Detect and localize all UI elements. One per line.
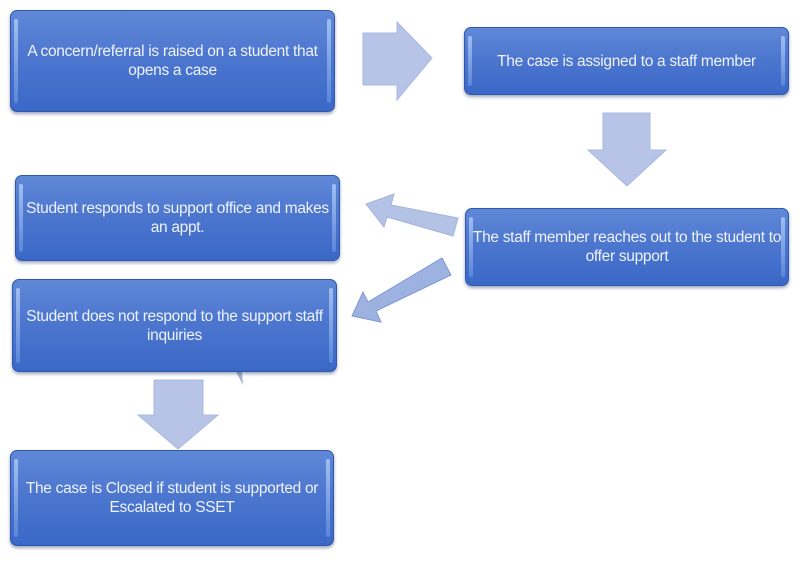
step-label: Student does not respond to the support … <box>26 307 323 344</box>
step-student-responds: Student responds to support office and m… <box>15 175 340 261</box>
step-label: A concern/referral is raised on a studen… <box>27 43 318 79</box>
step-label: The staff member reaches out to the stud… <box>472 229 782 265</box>
step-label: The case is assigned to a staff member <box>497 52 756 70</box>
arrow-no-response-to-closed <box>136 379 220 450</box>
arrow-concern-to-assigned <box>362 20 433 102</box>
step-label: Student responds to support office and m… <box>26 200 329 236</box>
step-label: The case is Closed if student is support… <box>25 480 319 516</box>
step-student-no-response: Student does not respond to the support … <box>12 279 337 372</box>
step-concern-raised: A concern/referral is raised on a studen… <box>10 10 335 112</box>
arrow-reaches-out-to-responds <box>365 193 459 237</box>
stray-shadow-mark <box>236 372 243 385</box>
step-case-assigned: The case is assigned to a staff member <box>464 27 789 95</box>
step-staff-reaches-out: The staff member reaches out to the stud… <box>465 208 789 286</box>
arrow-reaches-out-to-no-response <box>351 257 452 323</box>
step-case-closed-or-escalated: The case is Closed if student is support… <box>10 450 334 546</box>
arrow-assigned-to-reaches-out <box>586 112 668 187</box>
